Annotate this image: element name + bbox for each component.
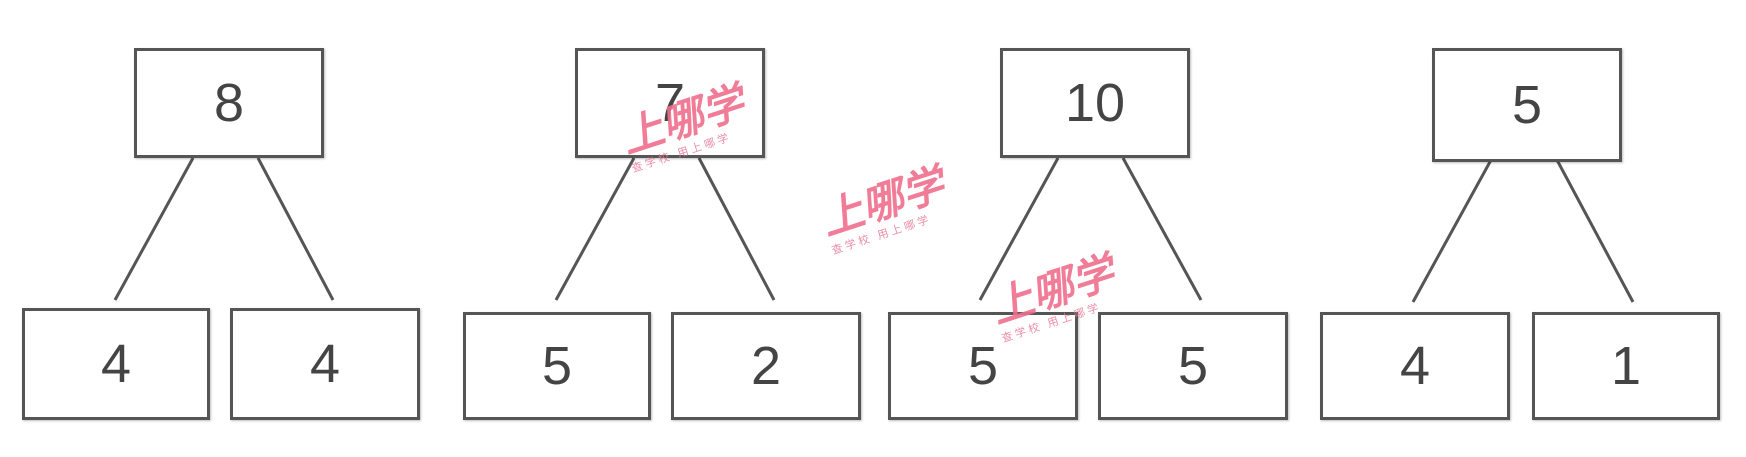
edge-right bbox=[1555, 159, 1635, 303]
tree-3-right-node: 5 bbox=[1098, 312, 1288, 420]
tree-3-root-node: 10 bbox=[1000, 48, 1190, 158]
edge-right bbox=[256, 157, 335, 301]
tree-1-right-node: 4 bbox=[230, 308, 420, 420]
tree-4-root-node: 5 bbox=[1432, 48, 1622, 162]
tree-4-right-node: 1 bbox=[1532, 312, 1720, 420]
tree-1-root-node: 8 bbox=[134, 48, 324, 158]
edge-right bbox=[1121, 157, 1203, 301]
edge-left bbox=[113, 157, 195, 301]
edge-left bbox=[554, 157, 636, 301]
tree-4-left-node: 4 bbox=[1320, 312, 1510, 420]
edge-left bbox=[1411, 159, 1493, 303]
tree-3-left-node: 5 bbox=[888, 312, 1078, 420]
tree-2-root-node: 7 bbox=[575, 48, 765, 158]
tree-2-left-node: 5 bbox=[463, 312, 651, 420]
tree-1-left-node: 4 bbox=[22, 308, 210, 420]
tree-2-right-node: 2 bbox=[671, 312, 861, 420]
edge-right bbox=[697, 157, 776, 301]
edge-left bbox=[978, 157, 1060, 301]
